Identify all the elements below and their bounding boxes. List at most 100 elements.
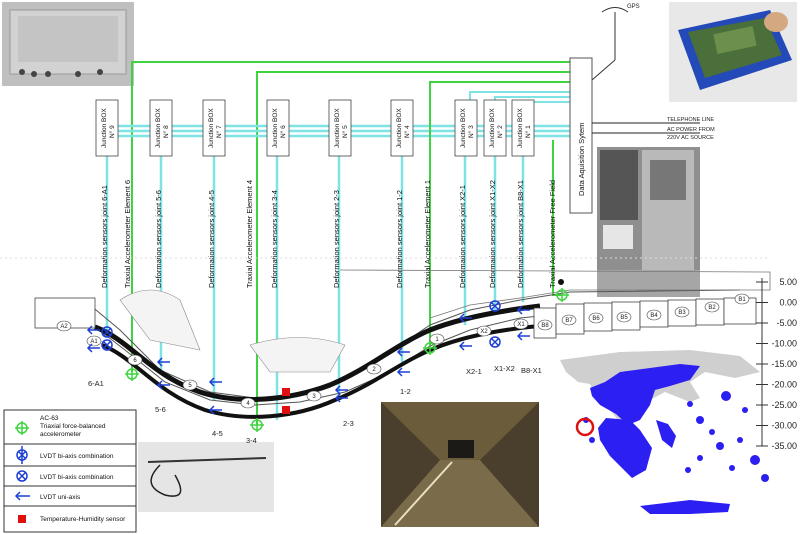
elevation-tick-label: -10.00 <box>771 339 797 349</box>
elevation-tick-label: 0.00 <box>779 298 797 308</box>
sensor-label: Traxial Accelerometer Element 4 <box>245 180 254 288</box>
lvdt-biaxis-icon <box>101 326 113 338</box>
elevation-tick-label: -5.00 <box>776 318 797 328</box>
element-label: 1 <box>429 333 445 345</box>
sensor-label: Deformation sensors joint X1-X2 <box>488 180 497 288</box>
joint-label: 2-3 <box>343 419 354 428</box>
junction-box-number: N° 5 <box>341 125 349 138</box>
svg-text:5: 5 <box>188 383 192 389</box>
svg-text:2: 2 <box>372 367 376 373</box>
lvdt-biaxis-icon <box>101 339 113 351</box>
greece-map <box>548 343 792 523</box>
element-label: B3 <box>674 306 690 318</box>
temperature-legend-icon <box>18 515 26 523</box>
svg-text:A2: A2 <box>60 324 68 330</box>
lvdt-biaxis-legend-icon <box>16 446 28 464</box>
site-location-marker <box>575 417 595 437</box>
element-label: B4 <box>646 309 662 321</box>
element-label: X2 <box>476 325 492 337</box>
temperature-humidity-sensors <box>282 388 290 414</box>
junction-box-number: N° 1 <box>524 125 532 138</box>
element-label: B8 <box>537 319 553 331</box>
ac-power-label: AC POWER FROM <box>667 127 715 133</box>
svg-text:X2: X2 <box>480 329 488 335</box>
junction-box-title: Junction BOX <box>208 108 215 148</box>
junction-box-title: Junction BOX <box>396 108 403 148</box>
legend-lvdt-uniaxis: LVDT uni-axis <box>40 494 81 501</box>
svg-text:B8: B8 <box>541 323 549 329</box>
telephone-line-label: TELEPHONE LINE <box>667 117 714 123</box>
sensor-label: Deformation sensors joint 4-5 <box>207 190 216 288</box>
svg-text:B3: B3 <box>678 310 686 316</box>
sensor-label: Deformation sensors joint X2-1 <box>458 185 467 288</box>
svg-text:4: 4 <box>246 401 250 407</box>
svg-text:B7: B7 <box>565 318 573 324</box>
accelerometer-drops <box>131 90 431 372</box>
junction-box-title: Junction BOX <box>489 108 496 148</box>
photo-blue-datalogger <box>669 2 797 102</box>
sensor-label: Deformation sensors joint 2-3 <box>332 190 341 288</box>
elevation-tick-label: -35.00 <box>771 441 797 451</box>
legend: AC-63 Triaxial force-balanced accelerome… <box>3 409 137 533</box>
element-label: 5 <box>182 379 198 391</box>
svg-text:X1: X1 <box>517 322 525 328</box>
sensor-label: Traxial Accelerometer Element 6 <box>123 180 132 288</box>
sensor-label: Deformation sensors joint 3-4 <box>270 190 279 288</box>
element-label: B6 <box>588 312 604 324</box>
junction-box-title: Junction BOX <box>334 108 341 148</box>
joint-label: 6-A1 <box>88 379 104 388</box>
svg-text:B2: B2 <box>708 305 716 311</box>
lvdt-uniaxis-legend-icon <box>14 491 30 501</box>
elevation-tick-label: 5.00 <box>779 277 797 287</box>
dac-label: Data Aquisition Sytem <box>577 123 586 196</box>
svg-text:A1: A1 <box>90 339 98 345</box>
sensor-label: Traxial Accelerometer Element 1 <box>423 180 432 288</box>
sensor-label: Deformation sensors joint 1-2 <box>395 190 404 288</box>
legend-lvdt-biaxis-2: LVDT bi-axis combination <box>40 474 114 481</box>
sensor-label: Traxial Accelerometer Free Field <box>548 180 557 288</box>
svg-text:B5: B5 <box>620 315 628 321</box>
sensor-drops <box>105 156 525 420</box>
junction-box-number: N° 7 <box>215 125 223 138</box>
junction-box-title: Junction BOX <box>517 108 524 148</box>
svg-text:B4: B4 <box>650 313 658 319</box>
element-label: 3 <box>306 390 322 402</box>
element-label: B2 <box>704 301 720 313</box>
legend-triaxial: Triaxial force-balanced <box>40 423 106 430</box>
data-acquisition-system: Data Aquisition Sytem <box>569 57 593 214</box>
junction-box-title: Junction BOX <box>101 108 108 148</box>
external-lines: TELEPHONE LINE AC POWER FROM 220V AC SOU… <box>592 117 715 141</box>
tunnel-profile <box>0 257 771 419</box>
photo-steel-enclosure <box>2 2 134 86</box>
element-label: B1 <box>734 293 750 305</box>
ac-source-label: 220V AC SOURCE <box>667 135 714 141</box>
svg-text:1: 1 <box>435 337 439 343</box>
gps-antenna: GPS <box>591 4 640 81</box>
element-label: 6 <box>127 354 143 366</box>
junction-box-title: Junction BOX <box>272 108 279 148</box>
photo-equipment-room <box>597 147 700 297</box>
element-label: 2 <box>366 363 382 375</box>
junction-box-number: N° 9 <box>108 125 116 138</box>
accelerometer-legend-icon <box>15 421 29 435</box>
element-label: X1 <box>513 318 529 330</box>
elevation-tick-label: -30.00 <box>771 421 797 431</box>
element-label: A2 <box>56 320 72 332</box>
legend-temperature: Temperature-Humidity sensor <box>40 516 126 523</box>
lvdt-biaxis-icon <box>489 336 501 348</box>
elevation-tick-label: -25.00 <box>771 400 797 410</box>
junction-box-number: N° 4 <box>403 125 411 138</box>
element-label: B5 <box>616 311 632 323</box>
accelerometer-icons <box>125 288 569 432</box>
